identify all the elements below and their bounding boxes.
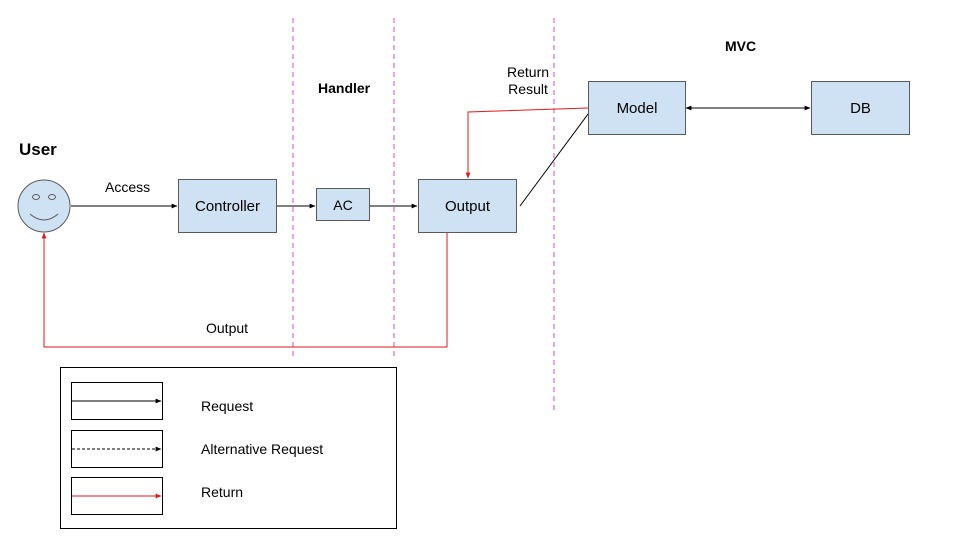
edge-label-return-result: Return Result bbox=[507, 64, 549, 98]
edge-output-model bbox=[519, 105, 595, 207]
output-node: Output bbox=[418, 179, 517, 233]
edge-label-access: Access bbox=[105, 179, 151, 195]
legend-request-arrow bbox=[72, 398, 162, 404]
user-label: User bbox=[19, 140, 57, 159]
legend-alternative-arrow bbox=[72, 446, 162, 452]
edge-label-return-line2: Result bbox=[508, 81, 548, 97]
edge-output-return-user bbox=[41, 232, 448, 348]
legend-request-sample bbox=[71, 382, 163, 420]
legend-alternative-label: Alternative Request bbox=[201, 441, 324, 457]
model-node: Model bbox=[588, 81, 686, 135]
legend-alternative-sample bbox=[71, 430, 163, 468]
edge-label-output-return: Output bbox=[206, 320, 249, 336]
db-node: DB bbox=[811, 81, 910, 135]
ac-node: AC bbox=[316, 188, 370, 221]
controller-node: Controller bbox=[178, 179, 277, 233]
legend-request-label: Request bbox=[201, 398, 254, 414]
zone-label-handler: Handler bbox=[318, 80, 371, 96]
zone-label-mvc: MVC bbox=[725, 38, 757, 54]
legend-return-label: Return bbox=[201, 484, 244, 500]
legend-return-sample bbox=[71, 477, 163, 515]
legend-return-arrow bbox=[72, 493, 162, 499]
edge-label-return-line1: Return bbox=[507, 64, 550, 80]
edge-model-return-output bbox=[465, 107, 589, 179]
legend: Request Alternative Request Return bbox=[60, 367, 397, 529]
user-face-icon bbox=[17, 179, 71, 233]
